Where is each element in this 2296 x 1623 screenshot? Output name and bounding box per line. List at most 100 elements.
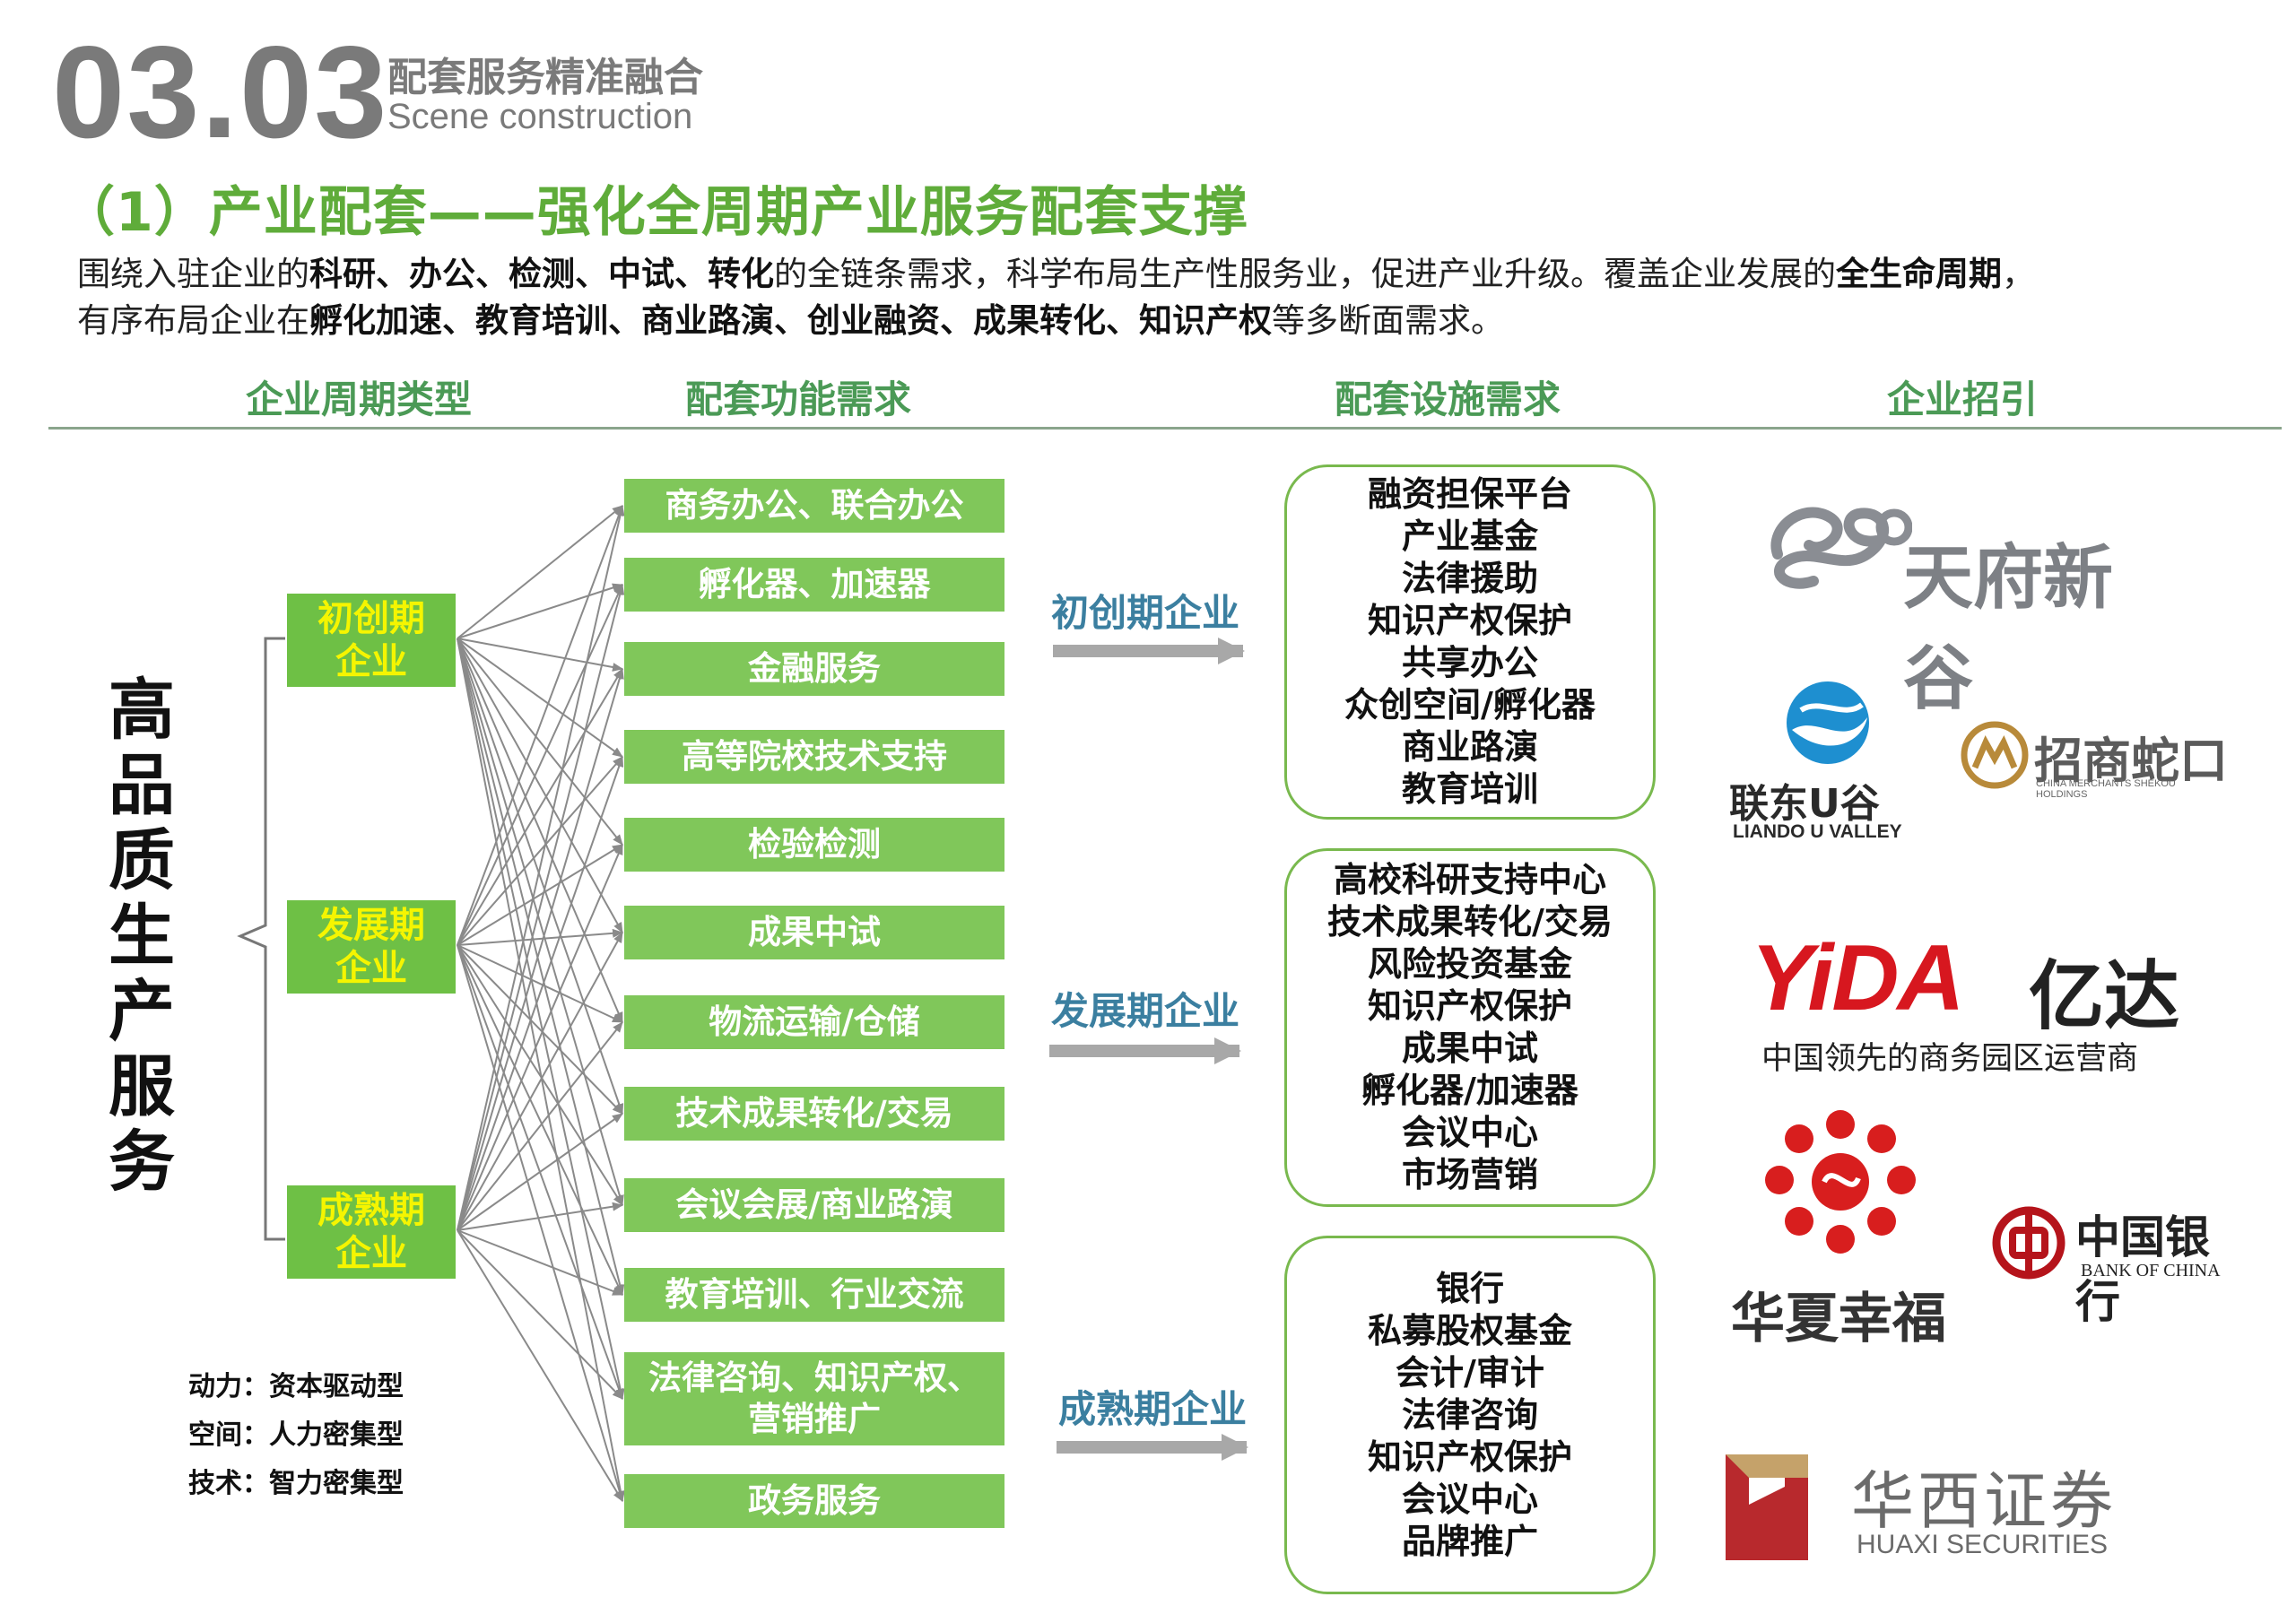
- facility-item: 成果中试: [1401, 1028, 1538, 1068]
- intro-text: 围绕入驻企业的: [77, 255, 309, 293]
- facility-item: 孵化器/加速器: [1361, 1071, 1578, 1110]
- zhaoshang-en: CHINA MERCHANTS SHEKOU HOLDINGS: [2036, 778, 2176, 800]
- characteristics-notes: 动力：资本驱动型 空间：人力密集型 技术：智力密集型: [188, 1363, 404, 1508]
- facility-item: 私募股权基金: [1367, 1310, 1572, 1350]
- boc-cn: 中国银行: [2075, 1211, 2210, 1328]
- boc-en: BANK OF CHINA: [2081, 1261, 2221, 1280]
- facility-item: 市场营销: [1401, 1155, 1538, 1194]
- function-box: 检验检测: [624, 818, 1004, 872]
- stage-to-function-connector: [457, 505, 625, 1231]
- arrow-label-growth: 发展期企业: [1051, 989, 1240, 1033]
- stage-label: 成熟期: [317, 1190, 425, 1231]
- logo-yida: YiDA 亿达 中国领先的商务园区运营商: [1751, 926, 2190, 1077]
- huaxi-cn: 华西证券: [1851, 1464, 2117, 1538]
- intro-bold: 孵化加速、教育培训、商业路演、创业融资、成果转化、知识产权: [309, 301, 1272, 340]
- stage-to-function-connector: [457, 668, 624, 1231]
- facility-item: 银行: [1435, 1268, 1504, 1308]
- stage-to-function-connector: [457, 1021, 623, 1231]
- stage-label: 发展期: [317, 905, 425, 946]
- function-box: 金融服务: [624, 642, 1004, 696]
- column-header-facility-needs: 配套设施需求: [1335, 378, 1561, 421]
- stage-label: 企业: [335, 641, 407, 682]
- function-box: 教育培训、行业交流: [624, 1268, 1004, 1322]
- intro-text: ，: [2002, 255, 2035, 293]
- column-header-enterprise-attraction: 企业招引: [1887, 378, 2039, 421]
- boc-emblem-icon: [1992, 1206, 2066, 1280]
- stage-to-function-connector: [457, 1202, 623, 1231]
- stage-to-function-connector: [457, 1229, 623, 1296]
- arrow-label-startup: 初创期企业: [1051, 591, 1240, 635]
- function-box: 物流运输/仓储: [624, 995, 1004, 1049]
- vertical-title-char: 品: [109, 747, 175, 824]
- vertical-title-char: 务: [109, 1124, 175, 1201]
- stage-to-function-connector: [457, 584, 625, 1231]
- logo-china-merchants-shekou: 招商蛇口 CHINA MERCHANTS SHEKOU HOLDINGS: [1961, 717, 2230, 807]
- logo-bank-of-china: 中国银行 BANK OF CHINA: [1991, 1202, 2251, 1328]
- stage-label: 企业: [335, 1233, 407, 1274]
- facility-item: 商业路演: [1401, 727, 1538, 767]
- facility-box-startup: 融资担保平台 产业基金 法律援助 知识产权保护 共享办公 众创空间/孵化器 商业…: [1284, 464, 1656, 820]
- stage-to-function-connector: [457, 638, 625, 1502]
- vertical-title: 高 品 质 生 产 服 务: [97, 673, 187, 1200]
- facility-item: 教育培训: [1401, 769, 1538, 809]
- logo-tianfu-xingu: 天府新谷: [1760, 491, 2181, 719]
- section-title-cn: 配套服务精准融合: [387, 55, 703, 100]
- zhaoshang-cn: 招商蛇口: [2034, 733, 2228, 789]
- stage-to-function-connector: [457, 505, 623, 639]
- logo-huaxia-xingfu: 华夏幸福: [1731, 1108, 1964, 1350]
- vertical-title-char: 质: [109, 822, 175, 899]
- stage-box-startup: 初创期 企业: [287, 594, 456, 687]
- stage-to-function-connector: [457, 944, 624, 1502]
- facility-item: 共享办公: [1401, 643, 1538, 682]
- stage-to-function-connector: [457, 944, 623, 1296]
- facility-item: 融资担保平台: [1367, 474, 1572, 514]
- section-title-en: Scene construction: [387, 97, 693, 136]
- facility-item: 高校科研支持中心: [1333, 860, 1606, 899]
- yida-en: YiDA: [1751, 926, 1965, 1030]
- intro-text: 的全链条需求，科学布局生产性服务业，促进产业升级。覆盖企业发展的: [774, 255, 1836, 293]
- column-header-cycle-type: 企业周期类型: [246, 378, 473, 421]
- stage-to-function-connector: [457, 638, 625, 1296]
- stage-to-function-connector: [457, 638, 623, 846]
- vertical-title-char: 生: [109, 898, 175, 975]
- huaxi-en: HUAXI SECURITIES: [1857, 1530, 2109, 1559]
- stage-to-function-connector: [457, 638, 623, 1023]
- intro-paragraph: 围绕入驻企业的科研、办公、检测、中试、转化的全链条需求，科学布局生产性服务业，促…: [77, 251, 2230, 344]
- yida-slogan: 中国领先的商务园区运营商: [1761, 1041, 2139, 1077]
- page-heading: （1）产业配套——强化全周期产业服务配套支撑: [61, 181, 1248, 244]
- facility-item: 会议中心: [1401, 1479, 1538, 1519]
- function-box: 政务服务: [624, 1474, 1004, 1528]
- stage-to-function-connector: [457, 944, 623, 1023]
- stage-to-function-connector: [457, 1229, 623, 1400]
- stage-to-function-connector: [457, 1113, 623, 1231]
- facility-item: 产业基金: [1401, 516, 1538, 556]
- huaxia-text: 华夏幸福: [1731, 1288, 1946, 1350]
- yida-cn: 亿达: [2029, 952, 2180, 1040]
- function-box: 法律咨询、知识产权、营销推广: [624, 1352, 1004, 1445]
- intro-bold: 科研、办公、检测、中试、转化: [309, 255, 774, 293]
- vertical-title-char: 产: [109, 973, 175, 1050]
- facility-item: 知识产权保护: [1367, 1436, 1572, 1477]
- facility-box-growth: 高校科研支持中心 技术成果转化/交易 风险投资基金 知识产权保护 成果中试 孵化…: [1284, 848, 1656, 1207]
- stage-to-function-connector: [457, 668, 623, 946]
- function-box: 孵化器、加速器: [624, 558, 1004, 612]
- liandong-en: LIANDO U VALLEY: [1733, 821, 1902, 842]
- stage-to-function-connector: [457, 584, 623, 946]
- stage-to-function-connector: [457, 944, 623, 1115]
- note-line: 动力：资本驱动型: [188, 1371, 404, 1402]
- function-box: 高等院校技术支持: [624, 730, 1004, 784]
- column-header-function-needs: 配套功能需求: [685, 378, 912, 421]
- stage-to-function-connector: [457, 638, 624, 1115]
- facility-item: 知识产权保护: [1367, 986, 1572, 1026]
- huaxia-flower-icon: [1765, 1110, 1916, 1254]
- stage-to-function-connector: [457, 638, 624, 1206]
- note-line: 空间：人力密集型: [188, 1419, 404, 1451]
- stage-to-function-connector: [457, 844, 623, 1231]
- facility-item: 会计/审计: [1396, 1352, 1544, 1393]
- stage-to-function-connector: [457, 756, 623, 946]
- left-brace: [237, 637, 285, 1241]
- intro-text: 有序布局企业在: [77, 301, 309, 340]
- stage-box-mature: 成熟期 企业: [287, 1185, 456, 1279]
- facility-item: 风险投资基金: [1367, 944, 1572, 984]
